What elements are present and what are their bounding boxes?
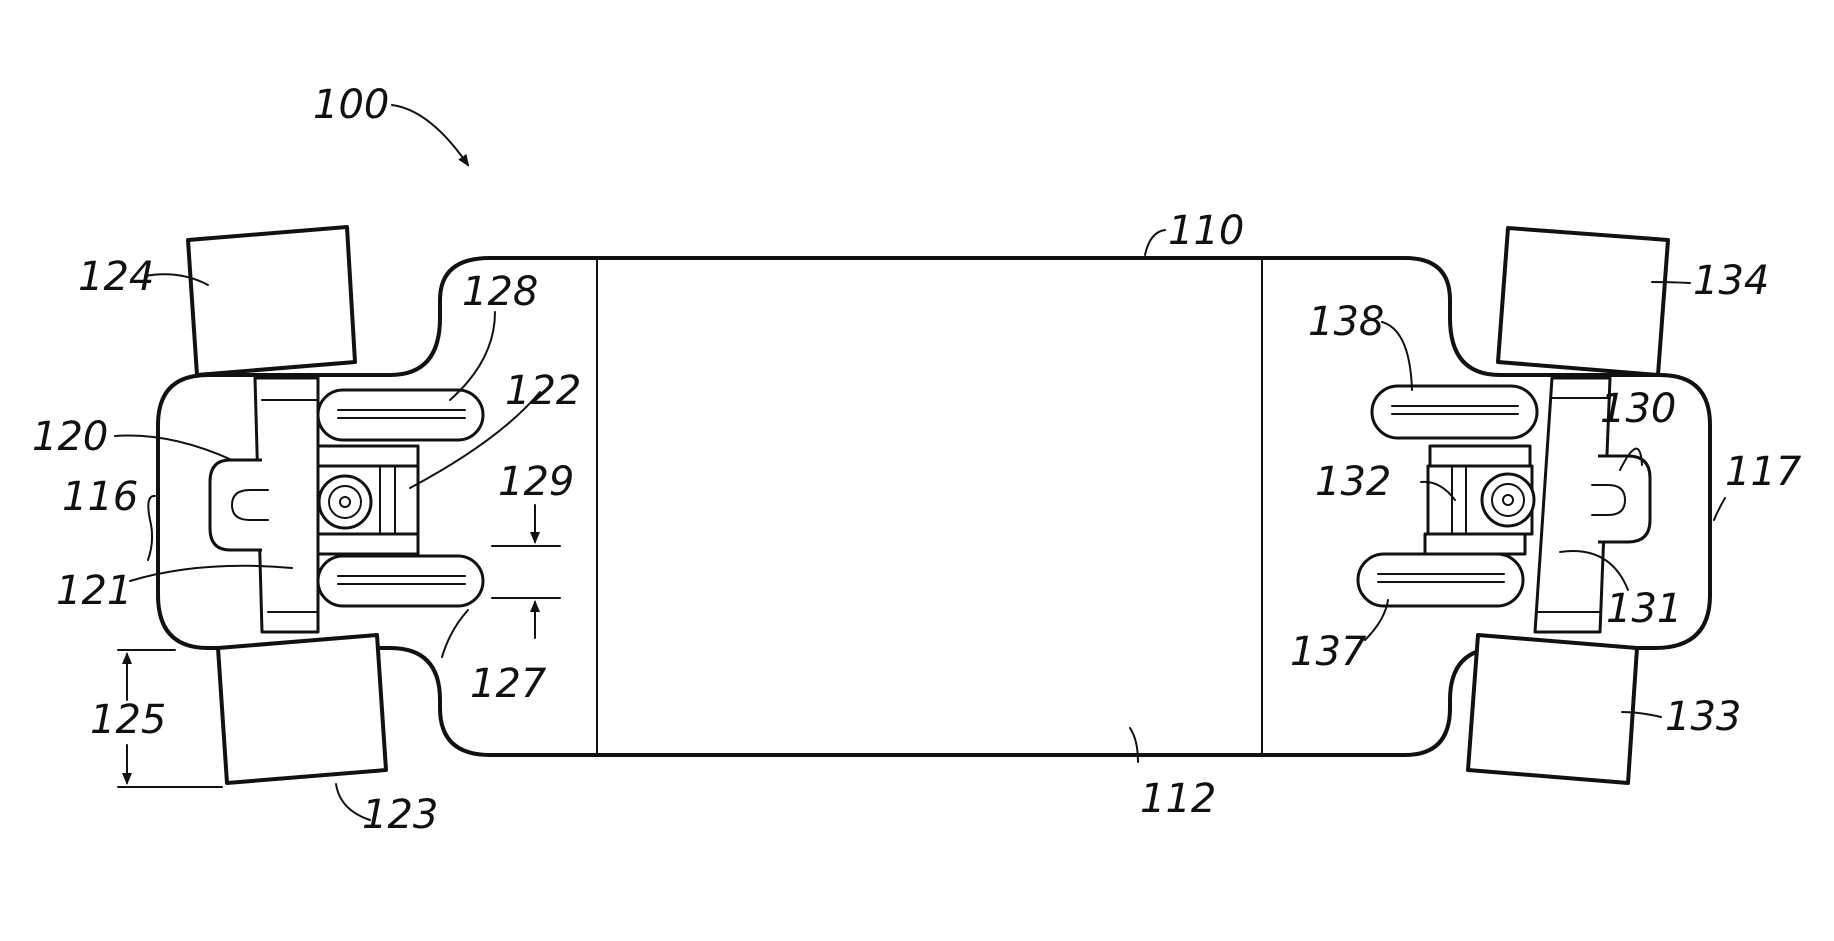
left-wheel-124: [188, 227, 355, 375]
label-134: 134: [1693, 258, 1769, 304]
label-123: 123: [362, 792, 438, 838]
right-hanger-bottom: [1425, 534, 1525, 554]
label-129: 129: [498, 459, 574, 505]
label-138: 138: [1308, 299, 1384, 345]
label-124: 124: [78, 254, 154, 300]
label-132: 132: [1315, 459, 1391, 505]
label-128: 128: [462, 269, 538, 315]
left-wheel-123: [218, 635, 386, 783]
right-truck-assembly: [1358, 228, 1668, 783]
label-120: 120: [32, 414, 108, 460]
label-121: 121: [56, 568, 132, 614]
label-100: 100: [313, 82, 389, 128]
label-117: 117: [1725, 449, 1802, 495]
right-hanger-top: [1430, 446, 1530, 466]
dimension-129: [492, 505, 560, 638]
label-131: 131: [1606, 586, 1682, 632]
label-133: 133: [1665, 694, 1741, 740]
label-127: 127: [470, 661, 547, 707]
label-116: 116: [62, 474, 138, 520]
label-125: 125: [90, 697, 166, 743]
left-pivot-outer: [319, 476, 371, 528]
label-110: 110: [1168, 208, 1244, 254]
left-baseplate: [255, 378, 318, 632]
left-hanger-bottom: [318, 534, 418, 554]
label-122: 122: [505, 368, 581, 414]
right-wheel-133: [1468, 635, 1637, 783]
left-wheel-lower: [318, 556, 483, 606]
label-112: 112: [1140, 776, 1216, 822]
right-wheel-lower: [1358, 554, 1523, 606]
left-hanger-top: [318, 446, 418, 466]
left-kingpin-housing: [210, 460, 262, 550]
right-pivot-outer: [1482, 474, 1534, 526]
left-wheel-upper: [318, 390, 483, 440]
label-130: 130: [1600, 386, 1676, 432]
label-137: 137: [1290, 629, 1367, 675]
right-wheel-134: [1498, 228, 1668, 375]
right-wheel-upper: [1372, 386, 1537, 438]
